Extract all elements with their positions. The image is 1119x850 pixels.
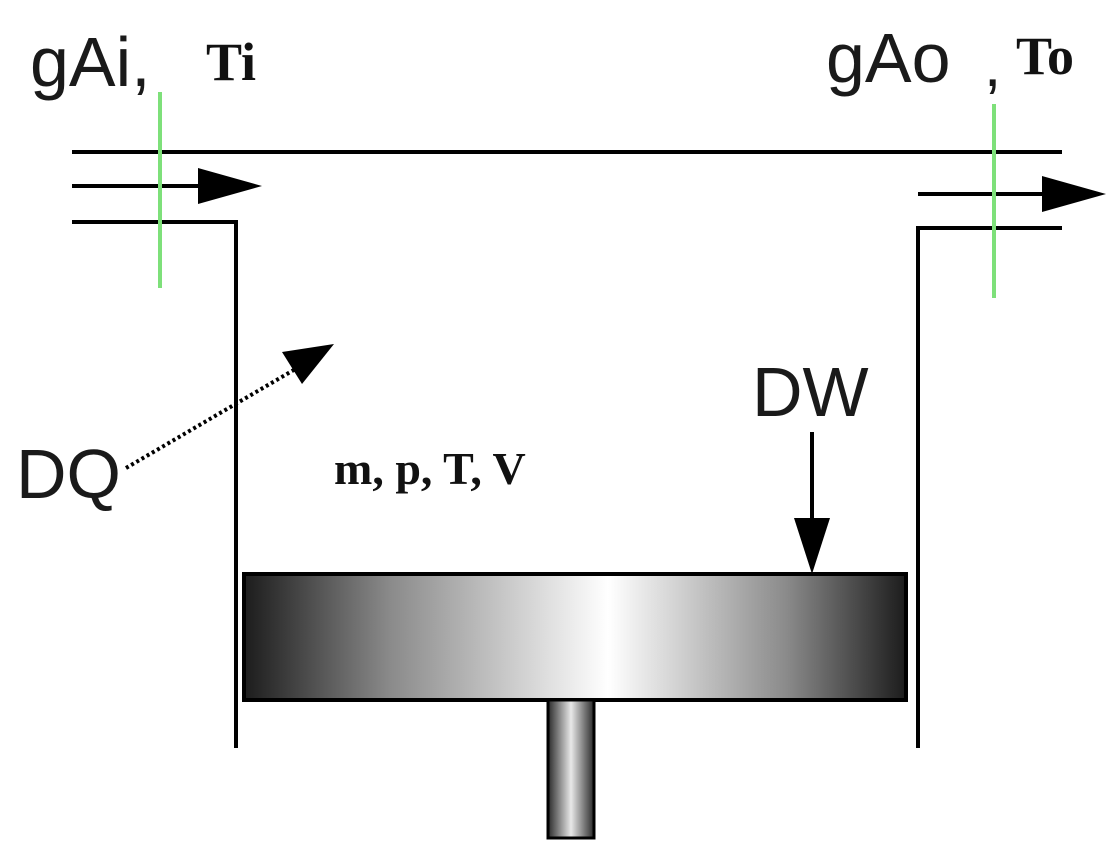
piston <box>242 572 908 702</box>
heat-transfer-arrowhead <box>282 344 334 384</box>
inlet-mass-flow-label: gAi, <box>30 23 151 101</box>
work-arrow <box>794 432 830 574</box>
outlet-temperature-label: To <box>1016 26 1074 86</box>
outlet-pipe <box>918 176 1106 230</box>
heat-transfer-arrow-shaft <box>124 362 306 470</box>
state-variables-label: m, p, T, V <box>334 443 526 494</box>
inlet-pipe <box>72 168 262 224</box>
work-label: DW <box>752 353 869 431</box>
heat-transfer-label: DQ <box>16 435 121 513</box>
outlet-flow-arrowhead <box>1042 176 1106 212</box>
piston-rod <box>546 698 596 840</box>
outlet-comma: , <box>984 31 1001 100</box>
heat-transfer-arrow <box>124 344 334 470</box>
inlet-temperature-label: Ti <box>206 32 256 92</box>
work-arrowhead <box>794 518 830 574</box>
outlet-mass-flow-label: gAo <box>826 19 951 97</box>
inlet-flow-arrowhead <box>198 168 262 204</box>
